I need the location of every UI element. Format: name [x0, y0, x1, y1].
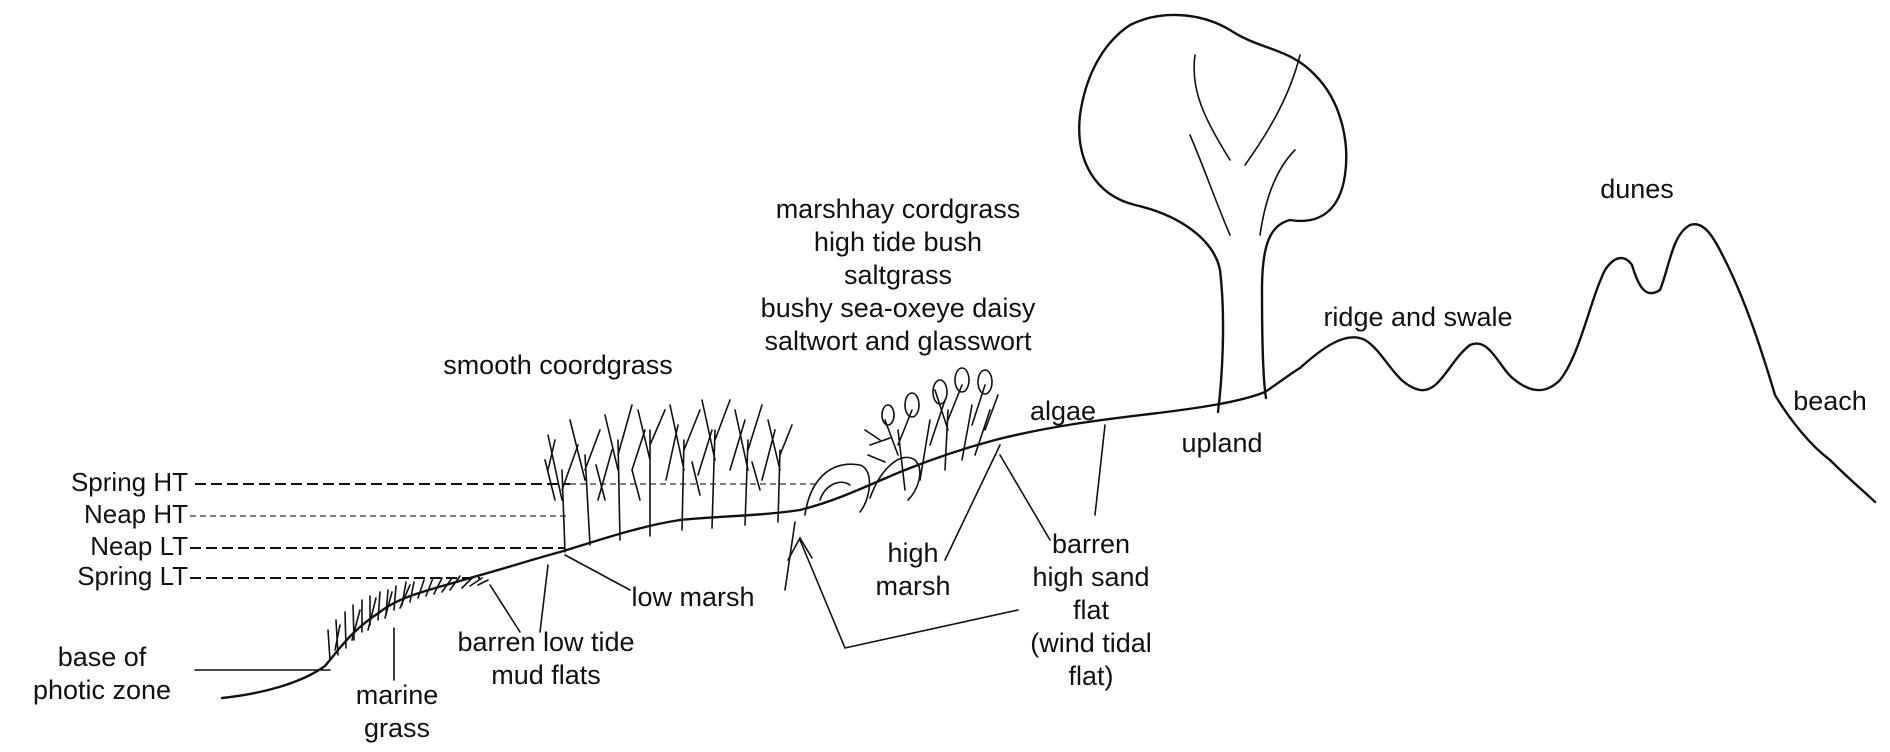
- spring-lt-label: Spring LT: [77, 561, 188, 591]
- marsh-species-label-3: saltgrass: [844, 260, 952, 290]
- base-of-photic-zone-label-1: base of: [58, 642, 147, 672]
- base-of-photic-zone-label-2: photic zone: [33, 675, 171, 705]
- upland-label: upland: [1181, 428, 1262, 458]
- smooth-coordgrass-label: smooth coordgrass: [443, 350, 673, 380]
- mud-flats-label-1: barren low tide: [457, 627, 634, 657]
- barren-high-sand-flat-label-2: high sand: [1032, 562, 1149, 592]
- leader-low-marsh: [565, 555, 630, 590]
- barren-high-sand-flat-label-1: barren: [1052, 529, 1130, 559]
- beach-label: beach: [1793, 386, 1867, 416]
- tree-icon: [1079, 15, 1346, 412]
- leader-high-marsh: [945, 445, 1000, 560]
- dunes-label: dunes: [1600, 174, 1674, 204]
- leader-cordgrass-low: [540, 565, 548, 632]
- barren-high-sand-flat-label-3: flat: [1073, 595, 1110, 625]
- ridge-and-swale-label: ridge and swale: [1323, 302, 1512, 332]
- algae-label: algae: [1030, 396, 1096, 426]
- neap-ht-label: Neap HT: [84, 499, 188, 529]
- marsh-species-label-5: saltwort and glasswort: [764, 326, 1032, 356]
- marine-grass-label-2: grass: [364, 713, 430, 743]
- low-marsh-label: low marsh: [631, 582, 754, 612]
- high-marsh-label-2: marsh: [875, 571, 950, 601]
- mud-flats-label-2: mud flats: [491, 660, 601, 690]
- leader-algae: [1095, 425, 1105, 515]
- marine-grass-label-1: marine: [356, 680, 439, 710]
- high-marsh-label-1: high: [887, 538, 938, 568]
- marsh-species-label-1: marshhay cordgrass: [776, 194, 1021, 224]
- barren-high-sand-flat-label-5: flat): [1068, 661, 1113, 691]
- shrub-icon: [805, 368, 998, 515]
- spring-ht-label: Spring HT: [71, 467, 188, 497]
- barren-high-sand-flat-label-4: (wind tidal: [1030, 628, 1152, 658]
- leader-barren-high-sand-flat: [1000, 455, 1050, 540]
- cordgrass-icon: [545, 400, 792, 552]
- neap-lt-label: Neap LT: [90, 531, 188, 561]
- leader-mud-flats: [490, 585, 520, 632]
- marsh-species-label-2: high tide bush: [814, 227, 982, 257]
- marsh-species-label-4: bushy sea-oxeye daisy: [761, 293, 1036, 323]
